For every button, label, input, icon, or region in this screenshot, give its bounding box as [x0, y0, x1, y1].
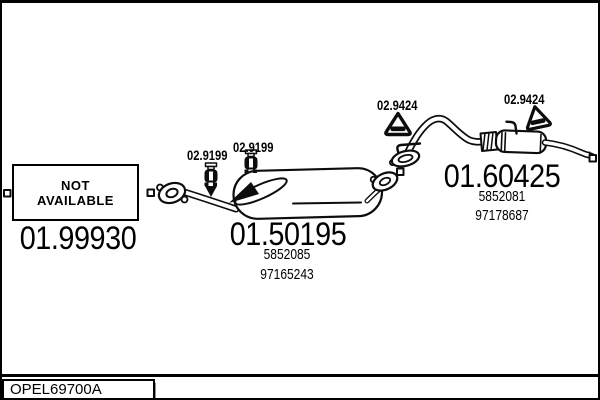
- spool-rubber-mount-icon: [244, 149, 258, 173]
- hanger-part-label: 02.9424: [377, 97, 418, 113]
- inlet-clamp-arrow-icon: [229, 182, 259, 203]
- hanger-rod-icon: [505, 120, 518, 135]
- middle-assembly-drawing: [146, 149, 399, 220]
- part-number-middle: 01.50195: [229, 216, 347, 252]
- exhaust-flange-icon: [369, 171, 399, 192]
- joint-marker-icon: [588, 154, 597, 163]
- part-number-rear: 01.60425: [443, 158, 561, 194]
- not-available-line2: AVAILABLE: [37, 192, 114, 208]
- triangle-rubber-mount-icon: [525, 105, 552, 131]
- middle-muffler-icon: [232, 167, 384, 220]
- oe-ref: 97178687: [475, 207, 529, 224]
- hanger-part-label: 02.9424: [504, 91, 545, 107]
- oe-ref: 5852085: [263, 246, 311, 263]
- vehicle-code: OPEL69700A: [10, 381, 102, 398]
- part-number-front: 01.99930: [19, 220, 137, 256]
- hanger-part-label: 02.9199: [187, 147, 228, 163]
- joint-marker-icon: [396, 167, 405, 176]
- joint-marker-icon: [3, 189, 12, 198]
- hanger-part-label: 02.9199: [233, 139, 274, 155]
- hanger-rod-icon: [396, 142, 422, 154]
- exhaust-flange-icon: [388, 149, 421, 168]
- footer-divider: [0, 374, 600, 377]
- joint-marker-icon: [146, 188, 155, 197]
- not-available-line1: NOT: [61, 177, 90, 193]
- exhaust-flange-icon: [156, 181, 189, 205]
- front-assembly-drawing: [3, 189, 12, 198]
- not-available-box: NOT AVAILABLE: [12, 164, 139, 221]
- triangle-rubber-mount-icon: [384, 111, 412, 137]
- oe-ref: 97165243: [260, 266, 314, 283]
- spool-rubber-mount-icon: [204, 162, 218, 197]
- rear-assembly-drawing: [384, 105, 597, 176]
- oe-ref: 5852081: [478, 188, 526, 205]
- rear-muffler-icon: [494, 129, 548, 155]
- footer-code-box: OPEL69700A: [2, 379, 155, 400]
